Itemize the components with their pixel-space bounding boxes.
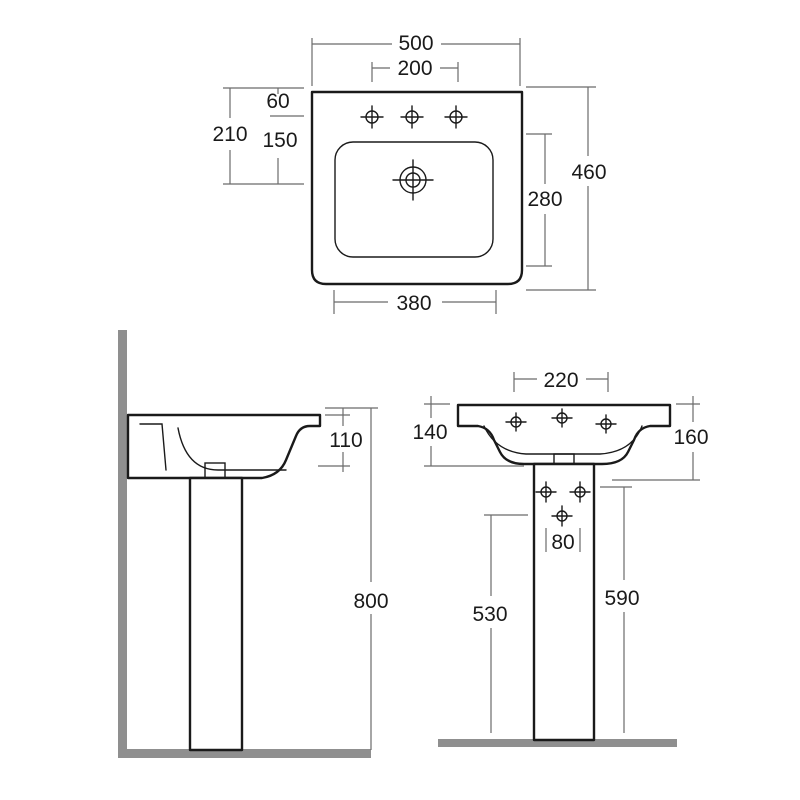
dim-rim-height: [424, 396, 524, 467]
dim-depth: [526, 86, 596, 291]
front-floor: [438, 739, 677, 747]
dim-supply-spacing: [545, 528, 581, 552]
label-rim-to-taps: 60: [266, 90, 289, 113]
dim-bowl-depth: [526, 133, 552, 267]
dim-overall-height: [325, 407, 378, 750]
dim-width: [311, 38, 521, 86]
front-view: 220 140 160 80 530: [412, 369, 709, 747]
dim-front-basin-height: [612, 396, 700, 481]
front-pedestal: [532, 462, 596, 742]
bowl-outline: [334, 141, 494, 258]
side-bowl-inner-left: [139, 423, 167, 471]
label-back-to-bowl: 210: [212, 123, 247, 146]
floor: [118, 749, 371, 758]
dim-bowl-width: [333, 290, 497, 314]
label-rim-to-bowl: 150: [262, 129, 297, 152]
side-bowl-inner: [177, 427, 287, 471]
tap-hole-right-icon: [444, 105, 468, 129]
top-view: 500 200 60 210 150 460: [212, 32, 606, 315]
label-width: 500: [398, 32, 433, 55]
label-bowl-width: 380: [396, 292, 431, 315]
label-supply-spacing: 80: [551, 531, 574, 554]
supply-left-icon: [535, 481, 557, 503]
front-tap-center-icon: [551, 408, 573, 428]
dim-supply-height: [600, 486, 632, 733]
label-bowl-depth: 280: [527, 188, 562, 211]
tap-hole-center-icon: [400, 105, 424, 129]
label-front-tap-spacing: 220: [543, 369, 578, 392]
label-waste-height: 530: [472, 603, 507, 626]
side-basin: [126, 413, 322, 480]
label-front-basin-height: 160: [673, 426, 708, 449]
label-supply-height: 590: [604, 587, 639, 610]
wall: [118, 330, 127, 758]
waste-outlet-icon: [551, 505, 573, 527]
label-side-basin-height: 110: [329, 429, 362, 452]
dim-waste-height: [484, 514, 528, 733]
label-tap-spacing-top: 200: [397, 57, 432, 80]
tap-hole-left-icon: [360, 105, 384, 129]
label-rim-height: 140: [412, 421, 447, 444]
side-view: 110 800: [118, 330, 389, 758]
waste-hole-icon: [392, 159, 434, 201]
label-depth: 460: [571, 161, 606, 184]
supply-right-icon: [569, 481, 591, 503]
dim-front-tap-spacing: [513, 372, 609, 392]
front-tap-left-icon: [505, 412, 527, 432]
basin-outline: [310, 90, 524, 286]
label-overall-height: 800: [353, 590, 388, 613]
dim-tap-spacing-top: [371, 62, 459, 82]
front-tap-right-icon: [595, 414, 617, 434]
dim-left-stack: [223, 87, 304, 185]
side-pedestal: [188, 476, 244, 752]
dim-side-basin-height: [318, 408, 350, 472]
